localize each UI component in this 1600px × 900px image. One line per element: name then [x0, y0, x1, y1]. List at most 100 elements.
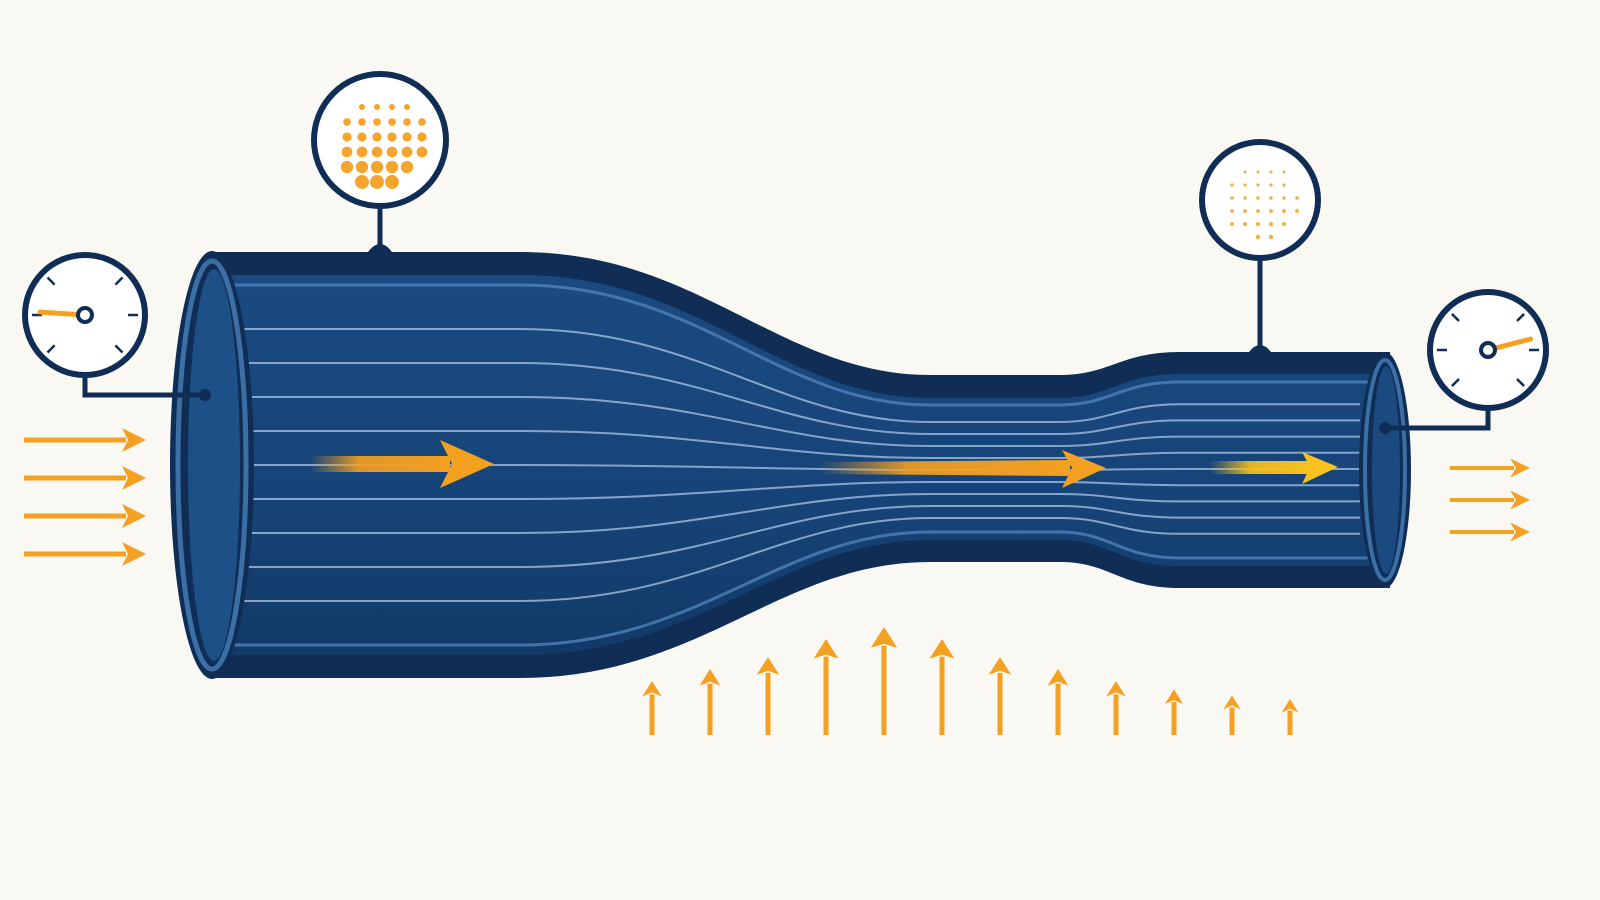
- particle-dot: [1230, 196, 1234, 200]
- particle-dot: [1243, 183, 1247, 187]
- pressure-arrow-head: [988, 657, 1012, 675]
- streamline: [240, 481, 1360, 500]
- inlet-flow-arrow: [24, 542, 146, 566]
- outlet-particles: [1229, 170, 1299, 240]
- flow-arrow-icon: [707, 683, 713, 735]
- pressure-arrows: [642, 627, 1299, 735]
- particle-dot: [358, 103, 366, 111]
- particle-dot: [1243, 170, 1247, 174]
- pressure-arrow-head: [1164, 689, 1184, 704]
- particle-dot: [1268, 221, 1274, 227]
- pipe-outlet-rim: [1363, 358, 1407, 582]
- particle-dot: [370, 160, 384, 174]
- pipe-body: [230, 275, 1370, 655]
- particle-dot: [340, 160, 354, 174]
- inlet-particles: [340, 103, 428, 189]
- particle-dot: [1282, 209, 1286, 213]
- inlet-flow-arrow: [24, 466, 146, 490]
- particle-dot: [386, 146, 398, 158]
- inlet-density-sensor: [311, 71, 449, 252]
- particle-dot: [400, 160, 414, 174]
- pressure-arrow: [1106, 681, 1126, 735]
- pressure-arrow: [1281, 699, 1299, 735]
- pressure-arrow: [813, 639, 839, 735]
- particle-dot: [1282, 170, 1286, 174]
- flow-arrow-outlet-internal: [1210, 452, 1338, 484]
- flow-arrow-icon: [1229, 707, 1235, 735]
- flow-arrow-icon: [1450, 498, 1514, 502]
- particle-dot: [385, 160, 399, 174]
- gauge-tick: [114, 344, 124, 354]
- streamline: [240, 362, 1360, 435]
- particle-dot: [387, 132, 397, 142]
- flow-arrow-head: [1510, 522, 1530, 542]
- flow-arrow-icon: [997, 672, 1003, 735]
- particle-dot: [355, 160, 369, 174]
- flow-arrow-icon: [1450, 530, 1514, 534]
- streamline: [240, 396, 1360, 447]
- inlet-gauge-ticks: [32, 276, 138, 354]
- pressure-arrow: [988, 657, 1012, 735]
- pressure-arrow-head: [756, 657, 780, 675]
- particle-dot: [388, 118, 396, 126]
- flow-arrow-throat-internal: [820, 450, 1106, 488]
- streamline: [240, 517, 1360, 602]
- pressure-arrow: [870, 627, 898, 735]
- flow-arrow-icon: [1287, 710, 1293, 735]
- particle-dot: [1282, 196, 1286, 200]
- flow-arrow-head: [122, 428, 146, 452]
- pressure-arrow-head: [929, 639, 955, 659]
- particle-dot: [1255, 234, 1261, 240]
- particle-dot: [1229, 221, 1235, 227]
- flow-arrow-icon: [24, 437, 126, 443]
- particle-dot: [1255, 221, 1261, 227]
- flow-arrow-inlet-internal: [310, 440, 494, 488]
- streamline: [240, 328, 1360, 423]
- particle-dot: [1256, 196, 1260, 200]
- particle-dot: [418, 118, 426, 126]
- particle-dot: [416, 146, 428, 158]
- particle-dot: [1243, 209, 1247, 213]
- inlet-flow-arrow: [24, 428, 146, 452]
- pressure-arrow-head: [1047, 669, 1069, 686]
- inlet-flow-arrows: [24, 428, 146, 566]
- particle-dot: [403, 118, 411, 126]
- outlet-flow-arrow: [1450, 490, 1530, 510]
- streamline: [240, 493, 1360, 534]
- pressure-arrow-head: [1223, 695, 1241, 710]
- gauge-tick: [1451, 378, 1460, 387]
- outlet-flow-arrows: [1450, 458, 1530, 542]
- particle-dot: [403, 103, 411, 111]
- particle-dot: [1269, 170, 1273, 174]
- pressure-arrow: [1223, 695, 1241, 735]
- pressure-arrow-head: [642, 681, 662, 697]
- particle-dot: [1256, 209, 1260, 213]
- pressure-arrow: [756, 657, 780, 735]
- pressure-arrow: [929, 639, 955, 735]
- pressure-arrow-head: [1281, 699, 1299, 713]
- outlet-density-sensor: [1199, 139, 1321, 352]
- flow-arrow-icon: [1171, 701, 1177, 735]
- flow-arrow-icon: [24, 551, 126, 557]
- gauge-tick: [114, 276, 124, 286]
- particle-density-icon: [1199, 139, 1321, 261]
- flow-arrow-icon: [765, 672, 771, 735]
- particle-dot: [1242, 221, 1248, 227]
- particle-dot: [373, 118, 381, 126]
- particle-dot: [355, 175, 369, 189]
- particle-dot: [371, 146, 383, 158]
- outlet-gauge: [1379, 289, 1549, 434]
- gauge-tick: [46, 344, 56, 354]
- flow-arrow-head: [1510, 490, 1530, 510]
- flow-arrow-icon: [823, 656, 829, 735]
- particle-dot: [1230, 183, 1234, 187]
- inlet-flow-arrow: [24, 504, 146, 528]
- particle-dot: [1269, 183, 1273, 187]
- outlet-flow-arrow: [1450, 522, 1530, 542]
- flow-arrow-icon: [1055, 683, 1061, 735]
- flow-arrow-head: [122, 542, 146, 566]
- particle-dot: [1282, 183, 1286, 187]
- pressure-arrow-head: [813, 639, 839, 659]
- particle-dot: [388, 103, 396, 111]
- particle-dot: [372, 132, 382, 142]
